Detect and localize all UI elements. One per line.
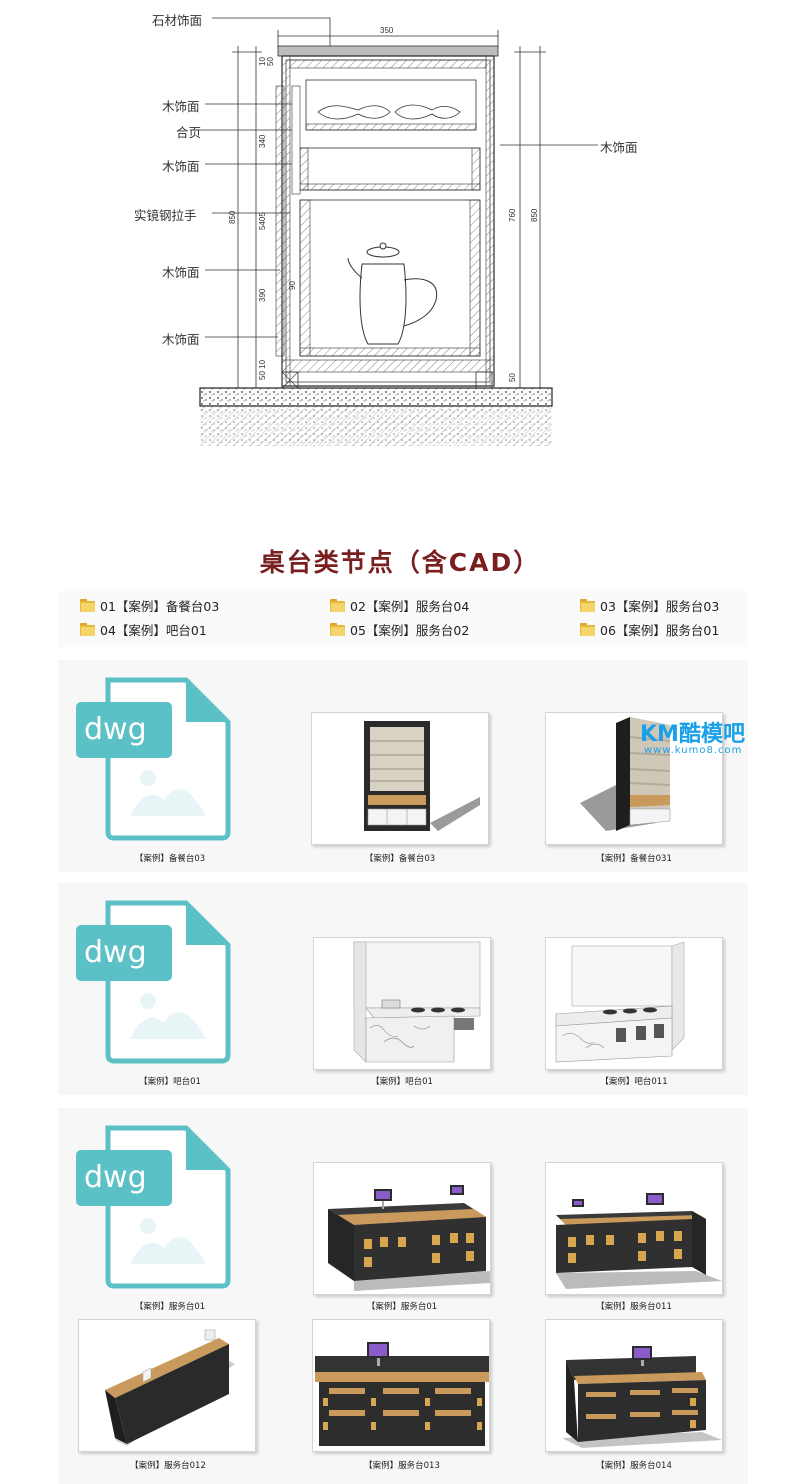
cad-drawing bbox=[190, 17, 598, 446]
folder-list: 01【案例】备餐台03 02【案例】服务台04 03【案例】服务台03 04【案… bbox=[58, 591, 748, 647]
label-wood-finish-1: 木饰面 bbox=[162, 99, 200, 114]
folder-item-5[interactable]: 05【案例】服务台02 bbox=[330, 619, 469, 639]
service-desk-render-angle bbox=[556, 1193, 722, 1289]
thumbnail-card-4-2[interactable] bbox=[312, 1319, 490, 1452]
kumo8-watermark: KM酷模吧 www.kumo8.com bbox=[640, 716, 755, 764]
dwg-file-icon[interactable] bbox=[74, 899, 234, 1065]
thumbnail-card-3-2[interactable] bbox=[313, 1162, 491, 1295]
caption-3-2: 【案例】服务台01 bbox=[366, 1302, 438, 1312]
thumbnail-card-3-3[interactable] bbox=[545, 1162, 723, 1295]
dwg-file-icon[interactable] bbox=[74, 676, 234, 842]
dim-top-width: 350 bbox=[380, 26, 394, 35]
service-desk-block-render bbox=[105, 1329, 235, 1446]
dim-850-right: 850 bbox=[530, 208, 539, 222]
dim-390: 390 bbox=[258, 288, 267, 302]
dwg-text: dwg bbox=[84, 1160, 147, 1195]
label-steel-handle: 实镜钢拉手 bbox=[134, 208, 197, 223]
caption-4-1: 【案例】服务台012 bbox=[130, 1461, 206, 1471]
thumbnail-card-1-2[interactable] bbox=[311, 712, 489, 845]
label-wood-finish-3: 木饰面 bbox=[162, 265, 200, 280]
thumbnail-card-2-3[interactable] bbox=[545, 937, 723, 1070]
label-wood-finish-right: 木饰面 bbox=[600, 140, 638, 155]
label-stone-finish: 石材饰面 bbox=[152, 13, 203, 28]
watermark-brand: KM酷模吧 bbox=[640, 722, 745, 747]
service-desk-front-render bbox=[315, 1342, 489, 1446]
folder-label: 05【案例】服务台02 bbox=[350, 622, 470, 638]
folder-label: 03【案例】服务台03 bbox=[600, 598, 720, 614]
label-hinge: 合页 bbox=[176, 125, 202, 140]
cabinet-render bbox=[364, 721, 480, 831]
watermark-url: www.kumo8.com bbox=[644, 745, 743, 756]
dim-850-left: 850 bbox=[228, 210, 237, 224]
folder-icon bbox=[330, 622, 345, 636]
folder-icon bbox=[80, 622, 95, 636]
folder-label: 06【案例】服务台01 bbox=[600, 622, 720, 638]
folder-item-2[interactable]: 02【案例】服务台04 bbox=[330, 595, 469, 615]
folder-item-3[interactable]: 03【案例】服务台03 bbox=[580, 595, 719, 615]
dim-760: 760 bbox=[508, 208, 517, 222]
caption-3-3: 【案例】服务台011 bbox=[596, 1302, 672, 1312]
dim-340: 340 bbox=[258, 134, 267, 148]
dwg-text: dwg bbox=[84, 712, 147, 747]
section-title: 桌台类节点（含CAD） bbox=[259, 548, 541, 577]
label-wood-finish-2: 木饰面 bbox=[162, 159, 200, 174]
folder-item-1[interactable]: 01【案例】备餐台03 bbox=[80, 595, 219, 615]
thumbnail-card-4-3[interactable] bbox=[545, 1319, 723, 1452]
folder-item-4[interactable]: 04【案例】吧台01 bbox=[80, 619, 207, 639]
folder-label: 01【案例】备餐台03 bbox=[100, 598, 220, 614]
folder-label: 02【案例】服务台04 bbox=[350, 598, 470, 614]
folder-icon bbox=[80, 598, 95, 612]
folder-item-6[interactable]: 06【案例】服务台01 bbox=[580, 619, 719, 639]
dim-90: 90 bbox=[288, 281, 297, 290]
cad-section-drawing: 石材饰面 木饰面 合页 木饰面 实镜钢拉手 木饰面 木饰面 木饰面 350 10… bbox=[0, 0, 800, 470]
caption-1-3: 【案例】备餐台031 bbox=[596, 854, 672, 864]
caption-4-3: 【案例】服务台014 bbox=[596, 1461, 672, 1471]
caption-1-2: 【案例】备餐台03 bbox=[364, 854, 436, 864]
dwg-text: dwg bbox=[84, 935, 147, 970]
bar-counter-render-angle bbox=[555, 941, 685, 1063]
dim-50-right: 50 bbox=[508, 373, 517, 382]
caption-3-1: 【案例】服务台01 bbox=[134, 1302, 206, 1312]
caption-4-2: 【案例】服务台013 bbox=[364, 1461, 440, 1471]
thumbnail-card-4-1[interactable] bbox=[78, 1319, 256, 1452]
bar-counter-render bbox=[353, 941, 481, 1063]
caption-1-1: 【案例】备餐台03 bbox=[134, 854, 206, 864]
dim-5405: 5405 bbox=[258, 212, 267, 230]
caption-2-2: 【案例】吧台01 bbox=[371, 1077, 433, 1087]
thumbnail-card-2-2[interactable] bbox=[313, 937, 491, 1070]
folder-icon bbox=[580, 598, 595, 612]
folder-icon bbox=[330, 598, 345, 612]
cabinet-render-angle bbox=[580, 717, 671, 831]
service-desk-render bbox=[328, 1185, 490, 1291]
thumbnail-card-1-3[interactable] bbox=[545, 712, 723, 845]
folder-icon bbox=[580, 622, 595, 636]
label-wood-finish-4: 木饰面 bbox=[162, 332, 200, 347]
caption-2-3: 【案例】吧台011 bbox=[600, 1077, 668, 1087]
dim-50-10: 50 10 bbox=[258, 359, 267, 380]
dwg-file-icon[interactable] bbox=[74, 1124, 234, 1290]
folder-label: 04【案例】吧台01 bbox=[100, 622, 207, 638]
caption-2-1: 【案例】吧台01 bbox=[139, 1077, 201, 1087]
dim-50: 50 bbox=[266, 57, 275, 66]
service-desk-side-render bbox=[562, 1346, 722, 1448]
